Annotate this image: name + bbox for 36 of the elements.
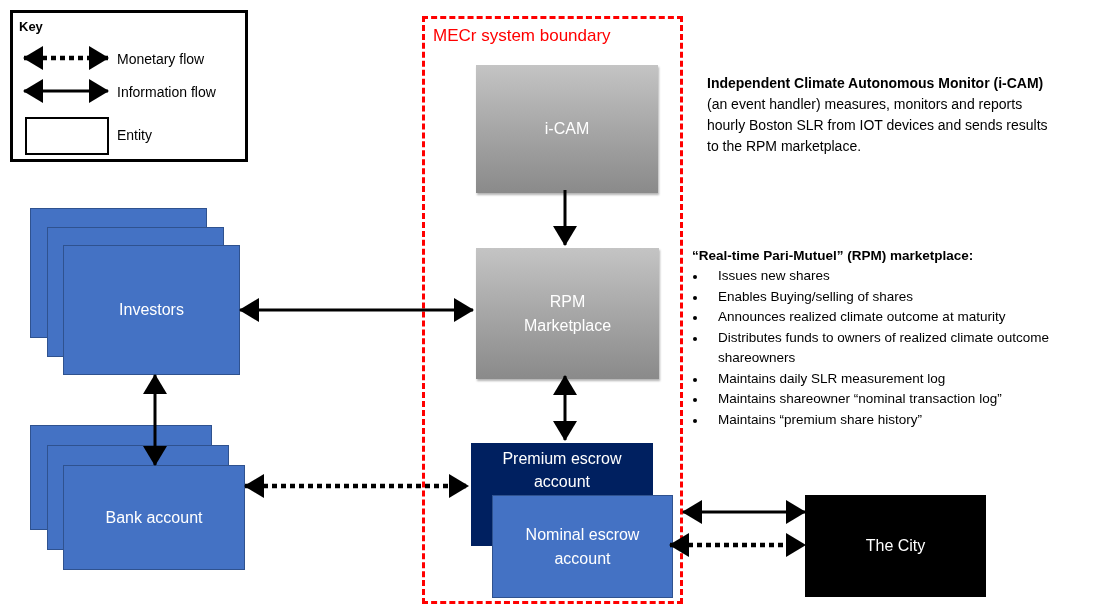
- list-heading: “Real-time Pari-Mutuel” (RPM) marketplace:: [692, 247, 974, 265]
- entity-box: [476, 248, 659, 379]
- list-item: Maintains shareowner “nominal transaction log”: [718, 390, 1002, 408]
- list-item: Distributes funds to owners of realized climate outcome shareowners: [718, 328, 1050, 367]
- entity-label: RPM Marketplace: [522, 291, 613, 336]
- list-item: Enables Buying/selling of shares: [718, 287, 914, 306]
- legend-label: Monetary flow: [117, 50, 205, 69]
- entity-label: Bank account: [105, 507, 203, 528]
- legend-label: Entity: [117, 126, 152, 145]
- escrow-box: [471, 443, 653, 495]
- entity-box: [805, 495, 986, 597]
- entity-label: Investors: [119, 300, 184, 320]
- information-flow-arrow: [553, 375, 577, 441]
- information-flow-arrow: [239, 298, 474, 322]
- legend-label: Information flow: [117, 83, 216, 102]
- entity-box: [63, 465, 245, 570]
- system-boundary: [422, 16, 683, 604]
- key-title: Key: [19, 18, 43, 36]
- boundary-label: MECr system boundary: [433, 25, 612, 47]
- monetary-flow-arrow: [244, 474, 469, 498]
- entity-label: Nominal escrow account: [524, 524, 641, 569]
- list-item: Maintains daily SLR measurement log: [718, 369, 946, 388]
- entity-label: The City: [865, 536, 926, 556]
- information-flow-arrow: [553, 190, 577, 246]
- monetary-flow-arrow: [669, 533, 806, 557]
- entity-box: [476, 65, 658, 193]
- list-item: Maintains “premium share history”: [718, 410, 923, 429]
- entity-box: [63, 245, 240, 375]
- description-paragraph: Independent Climate Autonomous Monitor (i-CAM) (an event handler) measures, monitors and reports hourly Boston SLR from IOT devices and sends results to the RPM marketplace.: [707, 74, 1049, 156]
- list-item: Announces realized climate outcome at maturity: [718, 308, 1006, 326]
- entity-label: i-CAM: [544, 119, 590, 139]
- escrow-box: [492, 495, 673, 598]
- list-item: Issues new shares: [718, 267, 830, 285]
- information-flow-arrow: [143, 374, 167, 466]
- information-flow-arrow: [682, 500, 806, 524]
- entity-label: Premium escrow account: [501, 449, 623, 492]
